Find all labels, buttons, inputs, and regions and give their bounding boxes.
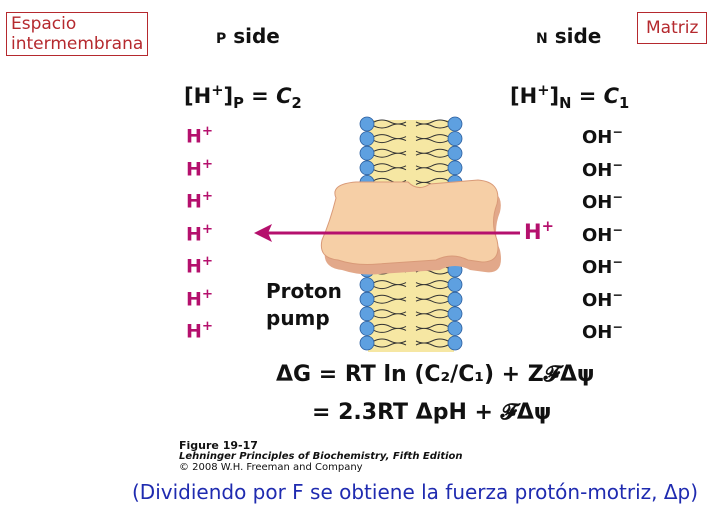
p-side-proton: H+: [186, 319, 214, 343]
lipid-tail: [373, 148, 407, 158]
n-side-concentration: [H+]N = C1: [510, 82, 630, 113]
matrix-label: Matriz: [637, 12, 708, 44]
lipid-head: [447, 160, 463, 176]
lipid-tail: [415, 338, 449, 348]
n-side-header: N side: [536, 24, 602, 48]
protein-body: [320, 179, 499, 265]
lipid-head: [447, 335, 463, 351]
p-side-proton: H+: [186, 254, 214, 278]
figure-credit: Figure 19-17 Lehninger Principles of Bio…: [179, 440, 463, 473]
lipid-tail: [415, 148, 449, 158]
lipid-tail: [373, 119, 407, 129]
lipid-tail: [415, 119, 449, 129]
lipid-head: [447, 131, 463, 147]
lipid-tail: [415, 134, 449, 144]
lipid-head: [447, 291, 463, 307]
p-side-proton: H+: [186, 124, 214, 148]
lipid-head: [447, 145, 463, 161]
p-side-proton: H+: [186, 189, 214, 213]
p-side-proton: H+: [186, 221, 214, 245]
lipid-tail: [373, 338, 407, 348]
lipid-tail: [373, 163, 407, 173]
lipid-tail: [373, 134, 407, 144]
lipid-head: [447, 277, 463, 293]
proton-pump-label: Proton pump: [266, 279, 342, 330]
lipid-tail: [415, 163, 449, 173]
n-side-hydroxide: OH−: [582, 156, 623, 181]
n-side-hydroxide: OH−: [582, 254, 623, 278]
caption: (Dividiendo por F se obtiene la fuerza p…: [132, 480, 699, 504]
proton-pump-protein: [320, 179, 501, 275]
n-side-hydroxide: OH−: [582, 286, 623, 311]
lipid-head: [359, 320, 375, 336]
lipid-head: [359, 277, 375, 293]
arrow-head: [254, 224, 272, 242]
p-side-concentration: [H+]P = C2: [184, 82, 302, 113]
figure-book: Lehninger Principles of Biochemistry, Fi…: [179, 451, 463, 462]
lipid-tail: [415, 280, 449, 290]
lipid-head: [359, 131, 375, 147]
free-energy-equation: ΔG = RT ln (C₂/C₁) + Z𝓕Δψ: [276, 362, 595, 387]
lipid-head: [447, 320, 463, 336]
n-side-hydroxide: OH−: [582, 189, 623, 213]
lipid-tail: [373, 323, 407, 333]
lipid-head: [359, 145, 375, 161]
intermembrane-space-label: Espacio intermembrana: [6, 12, 149, 56]
lipid-head: [359, 160, 375, 176]
lipid-head: [447, 306, 463, 322]
n-side-hydroxide: OH−: [582, 124, 623, 148]
n-side-hydroxide: OH−: [582, 221, 623, 246]
p-side-proton: H+: [186, 286, 214, 310]
lipid-tail: [373, 294, 407, 304]
lipid-tail: [373, 280, 407, 290]
transported-proton-label: H+: [524, 218, 554, 244]
p-side-header: P side: [216, 24, 280, 48]
lipid-head: [359, 306, 375, 322]
lipid-tail: [373, 309, 407, 319]
lipid-tail: [415, 323, 449, 333]
lipid-head: [359, 335, 375, 351]
figure-copyright: © 2008 W.H. Freeman and Company: [179, 462, 363, 473]
lipid-tail: [415, 309, 449, 319]
lipid-tail: [415, 294, 449, 304]
lipid-head: [359, 291, 375, 307]
figure-title: Figure 19-17: [179, 439, 258, 452]
n-side-hydroxide: OH−: [582, 319, 623, 343]
p-side-proton: H+: [186, 156, 214, 180]
proton-motive-equation: = 2.3RT ΔpH + 𝓕Δψ: [312, 400, 552, 425]
lipid-head: [447, 116, 463, 132]
proton-flow-arrow: [254, 224, 520, 242]
lipid-head: [359, 116, 375, 132]
